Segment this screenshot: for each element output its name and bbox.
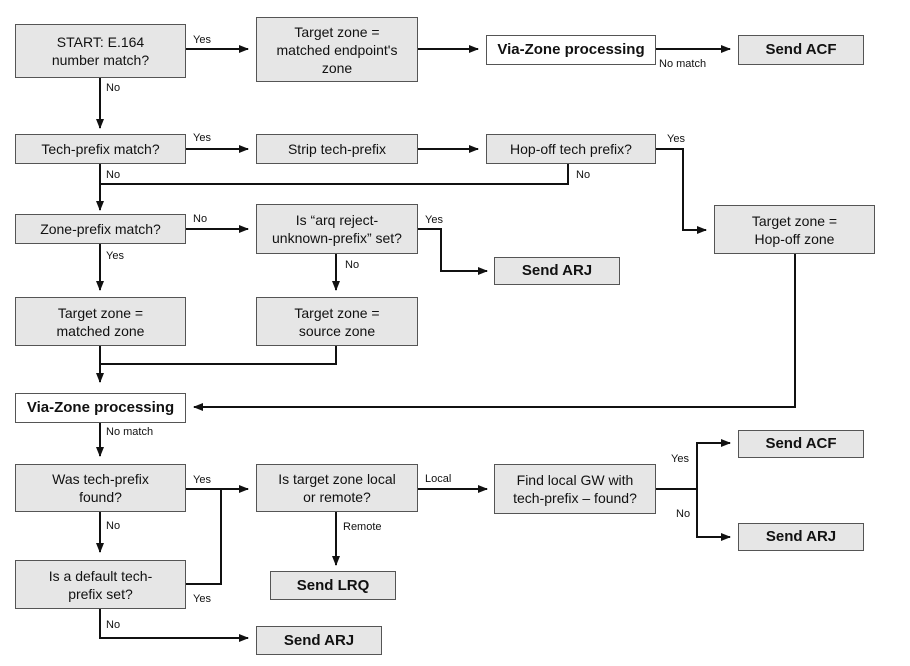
tech-prefix-match-box: Tech-prefix match? [15, 134, 186, 164]
label-arq-no: No [345, 259, 360, 271]
target-source-zone-box: Target zone = source zone [256, 297, 418, 346]
label-hop-off-yes: Yes [667, 133, 685, 145]
find-local-gw-box: Find local GW with tech-prefix – found? [494, 464, 656, 514]
label-gw-no: No [676, 508, 691, 520]
target-matched-zone-box: Target zone = matched zone [15, 297, 186, 346]
send-lrq: Send LRQ [270, 571, 396, 600]
target-hop-off-zone-box: Target zone = Hop-off zone [714, 205, 875, 254]
line-default-yes [186, 489, 222, 585]
send-arj-right: Send ARJ [738, 523, 864, 551]
label-gw-yes: Yes [671, 453, 689, 465]
via-zone-processing-mid: Via-Zone processing [15, 393, 186, 423]
label-tech-no: No [106, 169, 121, 181]
start-box: START: E.164 number match? [15, 24, 186, 78]
zone-prefix-match-box: Zone-prefix match? [15, 214, 186, 244]
via-zone-processing-top: Via-Zone processing [486, 35, 656, 65]
arrow-hopoff-no [100, 164, 569, 185]
arrow-default-no [99, 609, 249, 642]
tech-prefix-found-box: Was tech-prefix found? [15, 464, 186, 512]
default-tech-prefix-box: Is a default tech- prefix set? [15, 560, 186, 609]
label-zone-yes: Yes [106, 250, 124, 262]
label-start-no: No [106, 82, 121, 94]
send-arj-bottom: Send ARJ [256, 626, 382, 655]
target-endpoint-zone-box: Target zone = matched endpoint's zone [256, 17, 418, 82]
send-acf-bottom: Send ACF [738, 430, 864, 458]
label-hop-off-no: No [576, 169, 591, 181]
label-arq-yes: Yes [425, 214, 443, 226]
arrow-gw-yes [696, 439, 731, 489]
label-start-yes: Yes [193, 34, 211, 46]
label-tech-yes: Yes [193, 132, 211, 144]
hop-off-tech-prefix-box: Hop-off tech prefix? [486, 134, 656, 164]
label-remote: Remote [343, 521, 382, 533]
label-via-mid-no-match: No match [106, 426, 154, 438]
target-local-remote-box: Is target zone local or remote? [256, 464, 418, 512]
arrow-gw-no [696, 489, 731, 541]
line-source-merge [100, 346, 337, 365]
arrow-hopoff-zone-to-via [193, 254, 796, 411]
label-default-no: No [106, 619, 121, 631]
label-default-yes: Yes [193, 593, 211, 605]
arrow-arq-yes [418, 228, 488, 275]
send-arj-mid: Send ARJ [494, 257, 620, 285]
send-acf-top: Send ACF [738, 35, 864, 65]
label-found-no: No [106, 520, 121, 532]
strip-tech-prefix-box: Strip tech-prefix [256, 134, 418, 164]
label-found-yes: Yes [193, 474, 211, 486]
arrow-hopoff-yes [656, 148, 707, 234]
label-zone-no: No [193, 213, 208, 225]
label-via-top-no-match: No match [659, 58, 707, 70]
arq-reject-box: Is “arq reject- unknown-prefix” set? [256, 204, 418, 254]
label-local: Local [425, 473, 452, 485]
